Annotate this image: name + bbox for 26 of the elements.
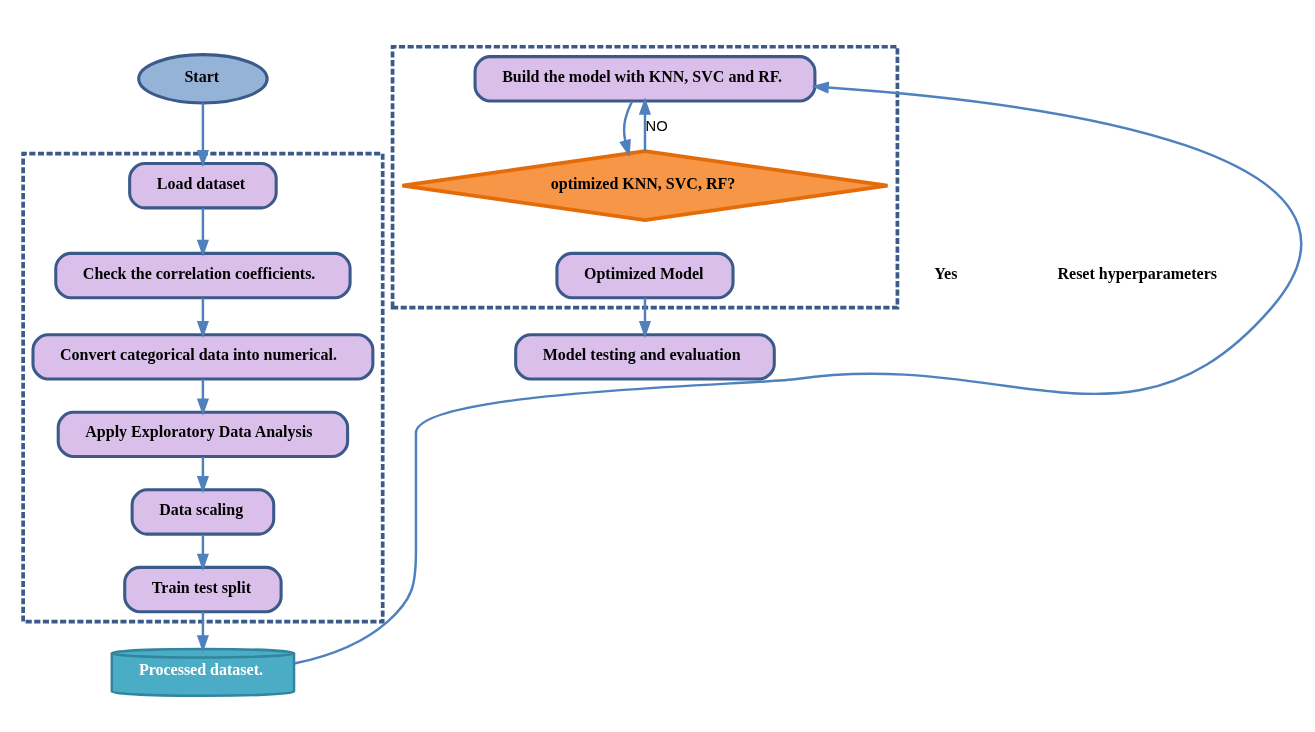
- arrow: [196, 378, 209, 416]
- node-box: Optimized Model: [555, 251, 735, 299]
- arrow: [196, 207, 209, 257]
- arrow: [196, 297, 209, 338]
- node-box: Check the correlation coefficients.: [54, 251, 352, 299]
- node-box: Train test split: [123, 565, 283, 613]
- node-box: Convert categorical data into numerical.: [31, 332, 375, 381]
- arrow: [619, 100, 634, 157]
- node-box: Build the model with KNN, SVC and RF.: [473, 54, 817, 102]
- node-box: Apply Exploratory Data Analysis: [56, 410, 350, 458]
- arrow: [196, 102, 209, 167]
- node-box: Data scaling: [130, 487, 276, 536]
- arrow: [638, 96, 652, 151]
- label: Reset hyperparameters: [1057, 264, 1217, 282]
- node-ellipse: Start: [137, 52, 269, 104]
- arrow: [196, 611, 209, 652]
- arrow: [293, 81, 1301, 665]
- arrow: [638, 297, 652, 338]
- node-diamond: optimized KNN, SVC, RF?: [400, 148, 890, 222]
- node-box: Model testing and evaluation: [514, 332, 776, 381]
- arrow: [196, 456, 209, 493]
- cluster: [390, 44, 900, 309]
- node-box: Load dataset: [128, 161, 278, 209]
- label: Yes: [934, 264, 958, 282]
- arrow: [196, 534, 209, 571]
- edge-label: NO: [645, 117, 668, 134]
